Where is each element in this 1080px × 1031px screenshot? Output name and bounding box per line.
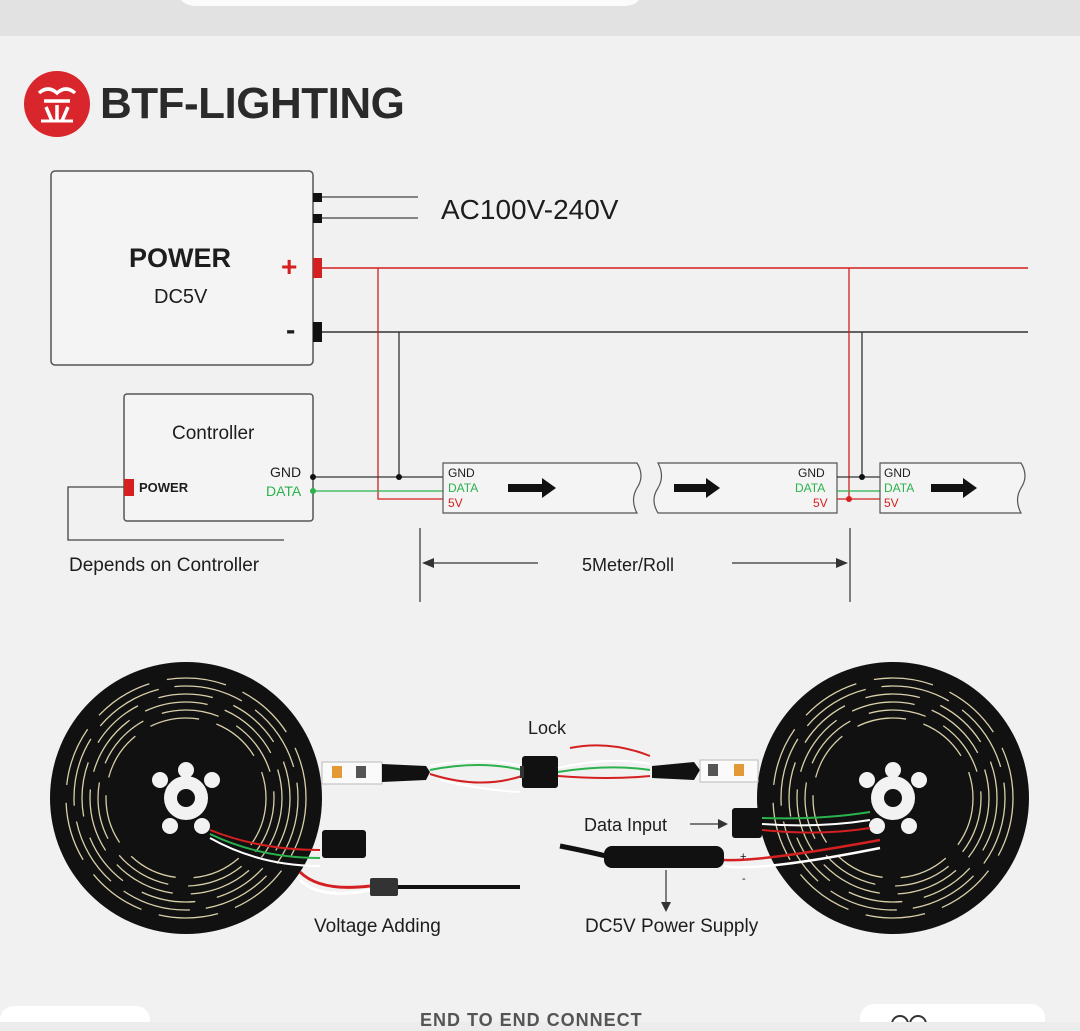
svg-text:+: + xyxy=(740,851,746,863)
top-bar xyxy=(0,0,1080,36)
strip2-data-label: DATA xyxy=(795,481,826,495)
positive-terminal xyxy=(313,258,322,278)
ac-terminal-1 xyxy=(313,193,322,202)
ac-voltage-label: AC100V-240V xyxy=(441,194,619,225)
controller-gnd-label: GND xyxy=(270,464,302,480)
strip3-gnd-label: GND xyxy=(884,466,911,480)
strip2-gnd-label: GND xyxy=(798,466,825,480)
roll-length-label: 5Meter/Roll xyxy=(582,555,675,575)
brand-name: BTF-LIGHTING xyxy=(100,79,405,128)
left-strip-end xyxy=(321,761,383,785)
direction-arrow-2 xyxy=(674,478,720,498)
strip3-data-label: DATA xyxy=(884,481,915,495)
dc5v-power-supply-label: DC5V Power Supply xyxy=(585,916,759,937)
data-input-connector xyxy=(732,808,762,838)
strip3-5v-label: 5V xyxy=(884,496,899,510)
controller-box xyxy=(123,393,314,522)
controller-power-label: POWER xyxy=(139,480,189,495)
data-input-label: Data Input xyxy=(584,815,668,835)
footer-caption: END TO END CONNECT xyxy=(420,1010,643,1030)
left-jst-connector xyxy=(322,830,366,858)
power-box-title: POWER xyxy=(129,243,232,273)
controller-power-port xyxy=(124,479,134,496)
strip1-gnd-label: GND xyxy=(448,466,475,480)
left-led-reel xyxy=(50,662,322,934)
controller-data-label: DATA xyxy=(266,483,302,499)
brand-logo-icon xyxy=(24,71,90,137)
dc-barrel-connector xyxy=(604,846,724,868)
negative-terminal xyxy=(313,322,322,342)
direction-arrow-3 xyxy=(931,478,977,498)
search-pill[interactable] xyxy=(175,0,645,6)
ac-terminal-2 xyxy=(313,214,322,223)
power-box-voltage: DC5V xyxy=(154,286,208,308)
lock-label: Lock xyxy=(528,718,567,738)
voltage-adding-label: Voltage Adding xyxy=(314,916,441,937)
direction-arrow-1 xyxy=(508,478,556,498)
depends-on-controller-label: Depends on Controller xyxy=(69,555,260,576)
strip2-5v-label: 5V xyxy=(813,496,828,510)
strip1-5v-label: 5V xyxy=(448,496,463,510)
strip1-data-label: DATA xyxy=(448,481,479,495)
right-led-reel xyxy=(757,662,1029,934)
controller-title: Controller xyxy=(172,423,255,444)
lock-connector xyxy=(522,756,558,788)
negative-sign: - xyxy=(286,314,296,345)
voltage-adding-plug xyxy=(370,878,398,896)
led-strip-2 xyxy=(653,462,838,514)
svg-text:-: - xyxy=(742,873,746,885)
positive-sign: + xyxy=(281,251,298,282)
